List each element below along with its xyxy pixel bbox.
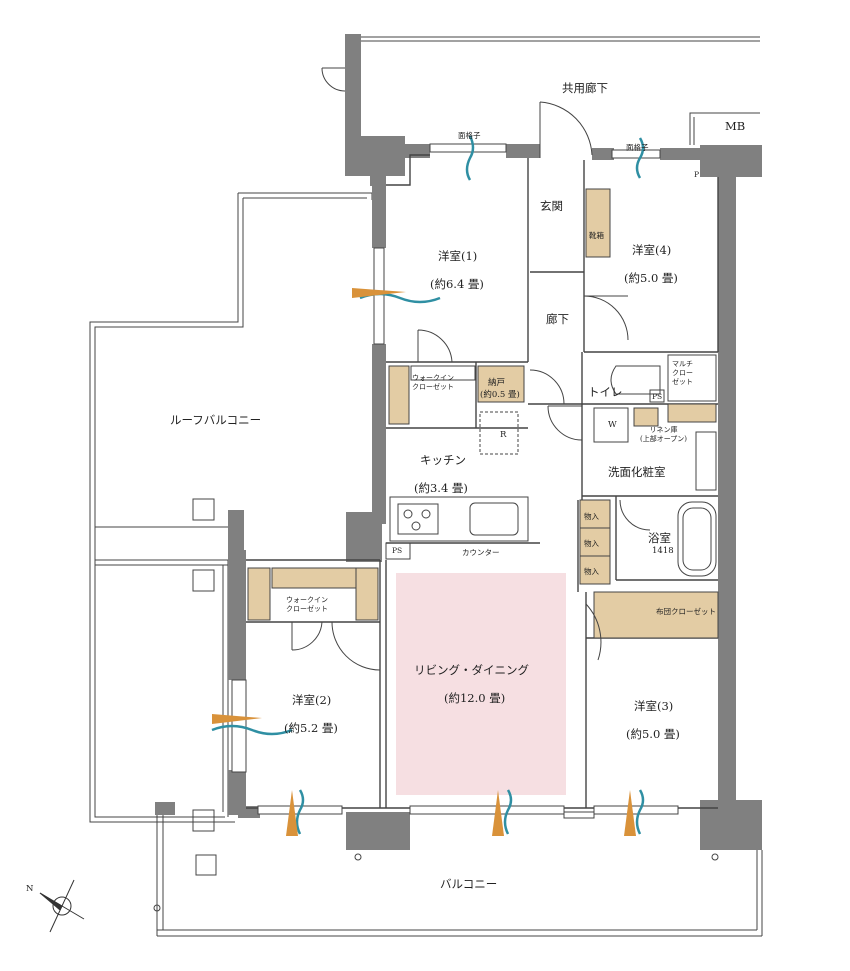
room1-size: (約6.4 畳) bbox=[430, 277, 484, 291]
room1-name: 洋室(1) bbox=[438, 249, 478, 263]
living-highlight bbox=[396, 573, 566, 795]
label-lattice-right: 面格子 bbox=[626, 143, 649, 152]
label-ps-kitchen: PS bbox=[392, 546, 403, 555]
label-shoe-box: 靴箱 bbox=[589, 231, 604, 240]
ldk-name: リビング・ダイニング bbox=[414, 663, 529, 677]
storage-size: (約0.5 畳) bbox=[480, 390, 520, 400]
room3-name: 洋室(3) bbox=[634, 699, 674, 713]
label-hallway: 廊下 bbox=[546, 312, 569, 326]
label-washer: W bbox=[608, 420, 617, 430]
label-multi-closet: マルチ クロー ゼット bbox=[672, 360, 693, 386]
label-wic2: ウォークイン クローゼット bbox=[286, 596, 328, 613]
label-futon-closet: 布団クローゼット bbox=[656, 607, 716, 616]
room2-size: (約5.2 畳) bbox=[284, 721, 338, 735]
balcony-outline bbox=[153, 815, 763, 937]
bath-size: 1418 bbox=[652, 546, 674, 556]
label-ps-toilet: PS bbox=[652, 392, 663, 401]
corridor-outline bbox=[360, 36, 760, 145]
label-balcony: バルコニー bbox=[440, 877, 498, 891]
kitchen-counter bbox=[385, 411, 529, 560]
label-mb: MB bbox=[725, 119, 746, 133]
label-store-1: 物入 bbox=[584, 512, 599, 521]
label-store-2: 物入 bbox=[584, 539, 599, 548]
doors bbox=[291, 67, 651, 671]
kitchen-size: (約3.4 畳) bbox=[414, 481, 468, 495]
compass-n-label: N bbox=[26, 884, 34, 894]
bath-name: 浴室 bbox=[648, 531, 671, 545]
kitchen-name: キッチン bbox=[420, 453, 466, 467]
label-entrance: 玄関 bbox=[540, 199, 563, 213]
label-common-corridor: 共用廊下 bbox=[562, 81, 608, 95]
label-washroom: 洗面化粧室 bbox=[608, 465, 666, 479]
label-counter: カウンター bbox=[462, 548, 500, 557]
label-wic1: ウォークイン クローゼット bbox=[412, 374, 454, 391]
ldk-size: (約12.0 畳) bbox=[444, 691, 506, 705]
compass-icon bbox=[39, 879, 85, 933]
label-refrigerator: R bbox=[500, 430, 507, 440]
storage-name: 納戸 bbox=[488, 378, 506, 388]
label-store-3: 物入 bbox=[584, 567, 599, 576]
fixtures bbox=[593, 365, 717, 577]
room3-size: (約5.0 畳) bbox=[626, 727, 680, 741]
walls bbox=[155, 34, 762, 850]
label-linen: リネン庫 (上部オープン) bbox=[640, 426, 688, 443]
label-roof-balcony: ルーフバルコニー bbox=[170, 413, 262, 427]
room4-size: (約5.0 畳) bbox=[624, 271, 678, 285]
room2-name: 洋室(2) bbox=[292, 693, 332, 707]
label-p-mark: P bbox=[694, 170, 700, 179]
label-lattice-left: 面格子 bbox=[458, 131, 481, 140]
closets bbox=[247, 188, 719, 639]
light-arrows bbox=[212, 288, 636, 836]
room4-name: 洋室(4) bbox=[632, 243, 672, 257]
label-toilet: トイレ bbox=[588, 385, 623, 399]
